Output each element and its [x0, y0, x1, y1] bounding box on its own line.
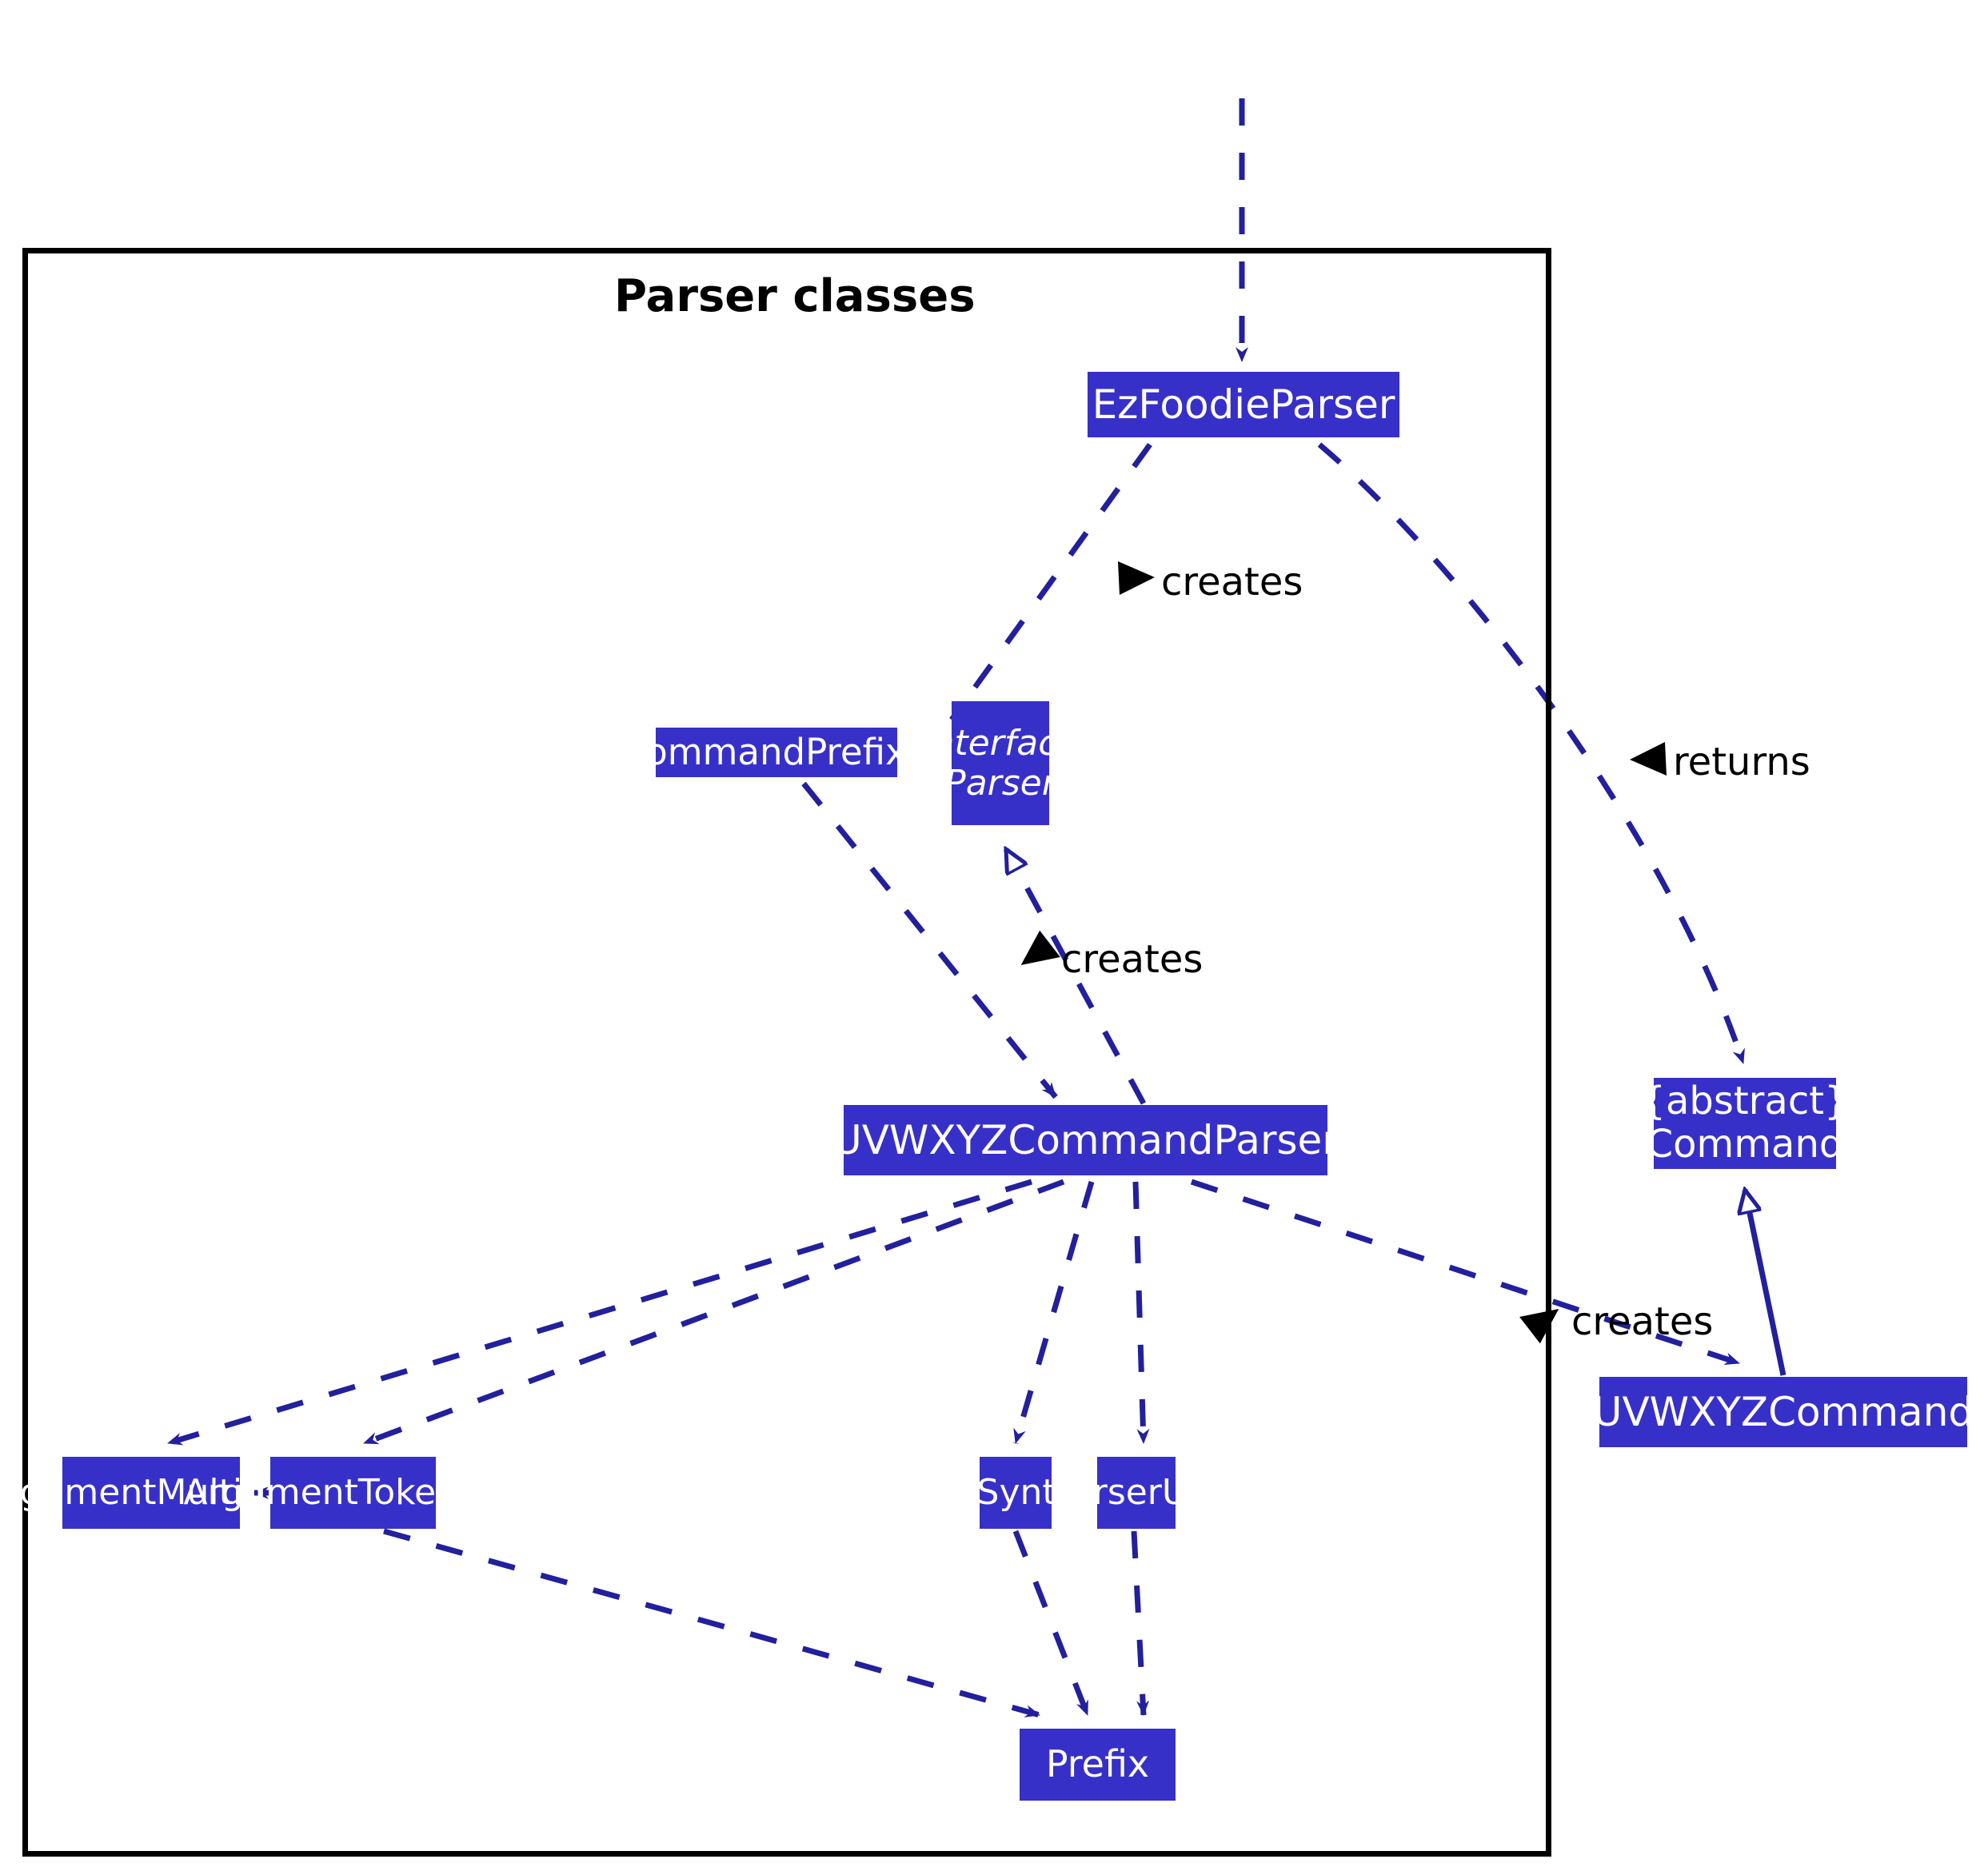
edge-label-returns-1: returns	[1673, 740, 1810, 784]
class-node-command-abstract[interactable]: {abstract} Command	[1641, 1078, 1849, 1169]
class-node-clisyntax[interactable]: CliSyntax	[932, 1457, 1099, 1529]
returns-1-arrowhead	[1630, 742, 1667, 776]
class-node-uvwxyzcommandparser[interactable]: UVWXYZCommandParser	[832, 1105, 1339, 1175]
class-node-parser-interface[interactable]: «Interface» Parser	[900, 701, 1101, 825]
class-node-uvwxyzcommand[interactable]: UVWXYZCommand	[1593, 1377, 1974, 1447]
package-title: Parser classes	[614, 270, 976, 322]
class-node-prefix[interactable]: Prefix	[1020, 1729, 1176, 1801]
package-frame-parser-classes	[22, 248, 1551, 1857]
edge-label-creates-1: creates	[1161, 560, 1303, 604]
class-node-parserutil[interactable]: ParserUtil	[1052, 1457, 1221, 1529]
edge-label-creates-2: creates	[1061, 937, 1204, 982]
edge-label-creates-3: creates	[1571, 1299, 1714, 1344]
class-node-argumenttokenizer[interactable]: ArgumentTokenizer	[184, 1457, 523, 1529]
class-node-ezfoodieparser[interactable]: EzFoodieParser	[1088, 372, 1399, 437]
edge-uvwxyzcommand-extends-command	[1745, 1190, 1786, 1376]
class-node-uvwcommandprefixparser[interactable]: UVWCommandPrefixParser	[534, 728, 1019, 777]
